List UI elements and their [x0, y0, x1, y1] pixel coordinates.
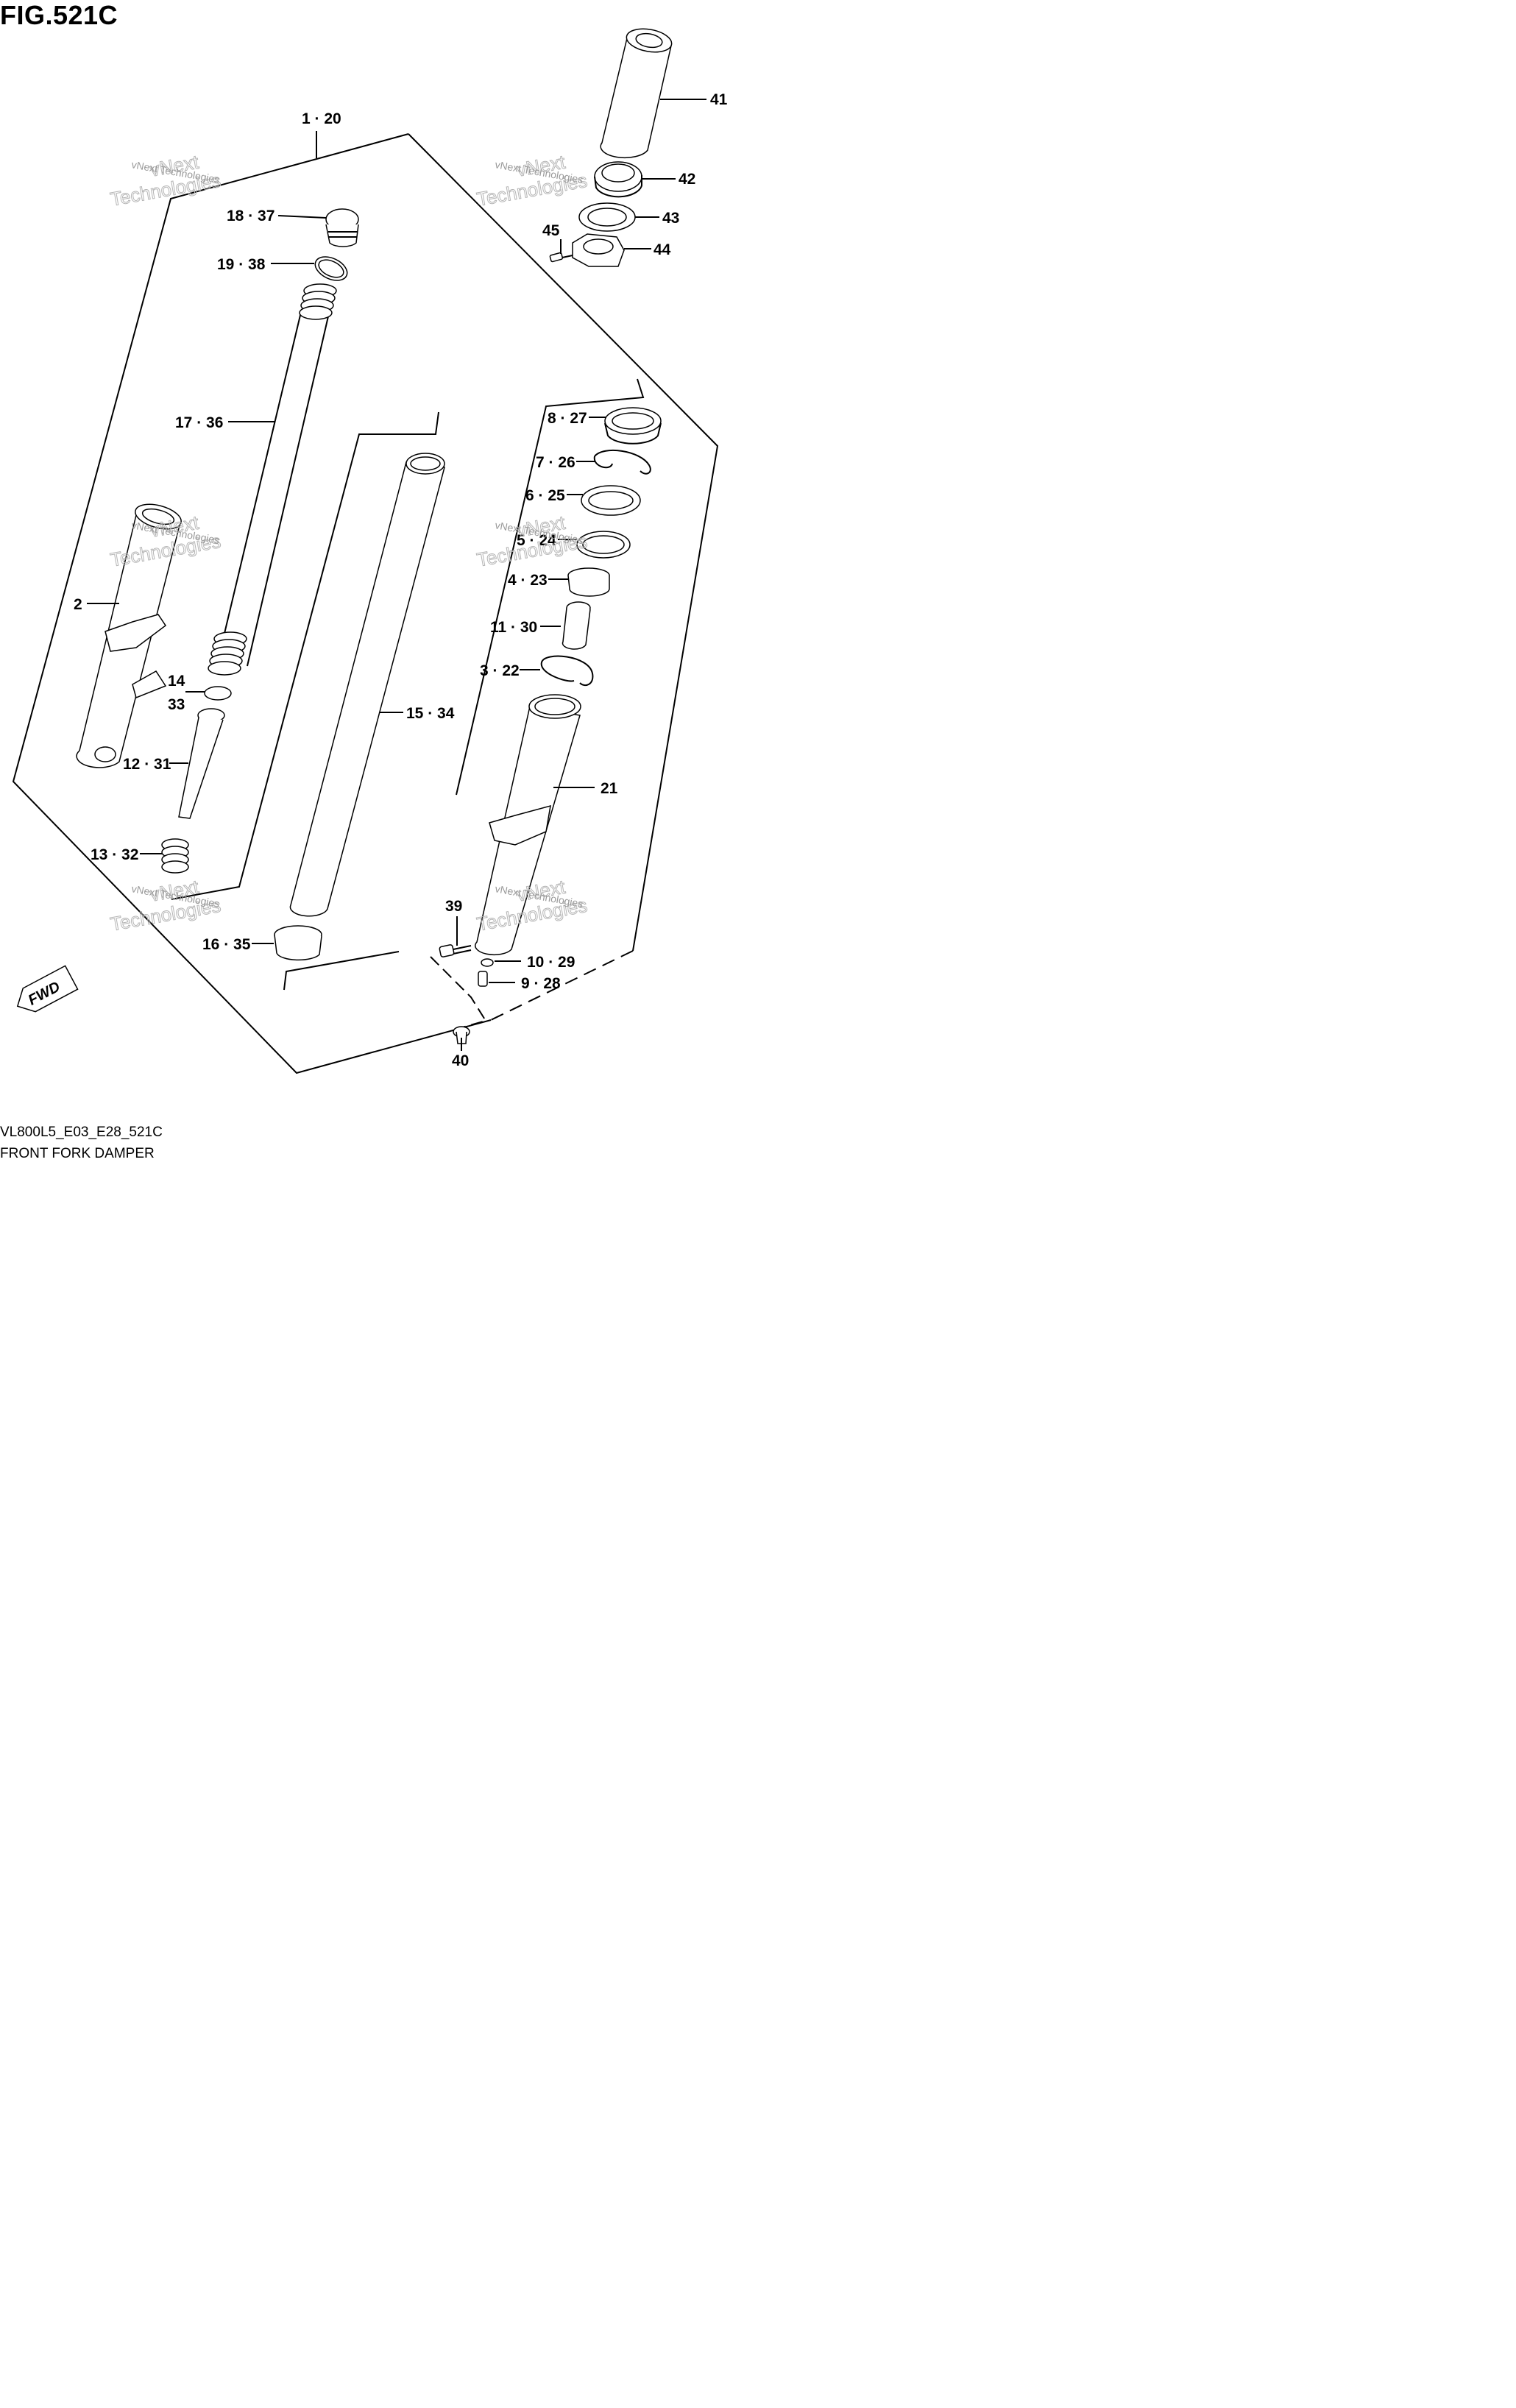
fwd-direction-badge: FWD [16, 965, 79, 1013]
damper-rod-17-36 [208, 283, 337, 676]
washer-43 [578, 202, 636, 232]
model-code: VL800L5_E03_E28_521C [0, 1125, 163, 1140]
callout-9-28: 9 · 28 [521, 975, 561, 992]
callout-labels: 1 · 20 41 42 43 44 45 18 · 37 19 · 38 17… [74, 91, 728, 1069]
cap-42 [594, 161, 642, 198]
callout-5-24: 5 · 24 [517, 532, 556, 549]
leader-lines [87, 99, 706, 1051]
callout-13-32: 13 · 32 [91, 846, 138, 863]
callout-43: 43 [662, 210, 679, 227]
callout-40: 40 [452, 1052, 469, 1069]
bushing-16-35 [274, 925, 322, 961]
callout-16-35: 16 · 35 [202, 936, 251, 953]
axle-bracket [430, 956, 487, 1031]
callout-19-38: 19 · 38 [217, 256, 266, 273]
figure-title: FIG.521C [0, 0, 118, 30]
callout-15-34: 15 · 34 [406, 705, 455, 722]
washer-10-29 [481, 958, 494, 967]
callout-11-30: 11 · 30 [490, 619, 537, 636]
o-ring-19-38-inner [318, 259, 344, 278]
callout-33: 33 [168, 696, 185, 713]
callout-17-36: 17 · 36 [175, 414, 223, 431]
callout-1-20: 1 · 20 [302, 110, 341, 127]
spring-13-32 [161, 838, 189, 874]
diagram-caption: FRONT FORK DAMPER [0, 1146, 155, 1161]
oil-seal-6-25 [581, 485, 641, 516]
assembly-outline-right [408, 133, 719, 952]
lower-spring [208, 631, 247, 676]
callout-45: 45 [542, 222, 560, 239]
bolt-9-28 [478, 971, 488, 987]
callout-7-26: 7 · 26 [536, 454, 575, 471]
parts-diagram: FIG.521C [0, 0, 736, 1169]
callout-41: 41 [710, 91, 728, 108]
callout-42: 42 [679, 171, 695, 188]
bolt-39 [439, 944, 472, 957]
clamp-44 [572, 233, 625, 267]
oil-seal-retainer-5-24 [576, 531, 631, 559]
dust-seal-8-27 [604, 407, 662, 445]
callout-21: 21 [601, 780, 618, 797]
rod-12-31 [178, 708, 225, 819]
callout-44: 44 [653, 241, 671, 258]
upper-spring [299, 283, 337, 320]
diagram-drawing: FWD [12, 28, 728, 1074]
callout-14: 14 [168, 673, 185, 690]
outer-tube-21 [475, 694, 581, 956]
callout-8-27: 8 · 27 [548, 410, 587, 427]
slide-bushing-11-30 [562, 601, 591, 650]
stopper-ring-7-26 [593, 449, 651, 475]
callout-4-23: 4 · 23 [508, 572, 548, 589]
outer-tube-bracket [456, 378, 645, 796]
callout-6-25: 6 · 25 [525, 487, 565, 504]
washer-14-33 [204, 686, 232, 701]
callout-39: 39 [445, 898, 462, 915]
callout-3-22: 3 · 22 [480, 662, 520, 679]
callout-12-31: 12 · 31 [123, 756, 171, 773]
inner-tube-15-34 [289, 453, 445, 917]
callout-18-37: 18 · 37 [227, 208, 274, 224]
guide-bushing-4-23 [567, 567, 610, 597]
ring-3-22 [540, 655, 594, 687]
cap-bolt-18-37 [325, 208, 359, 247]
inner-tube-bracket [171, 411, 439, 900]
assembly-outline-right-dash [490, 950, 634, 1021]
bolt-45 [549, 252, 573, 263]
inner-tube-bracket-lower [283, 951, 400, 991]
callout-2: 2 [74, 596, 82, 613]
cover-tube-41 [600, 28, 673, 159]
assembly-outline [12, 133, 492, 1074]
callout-10-29: 10 · 29 [527, 954, 575, 971]
fork-outer-2 [76, 503, 182, 768]
